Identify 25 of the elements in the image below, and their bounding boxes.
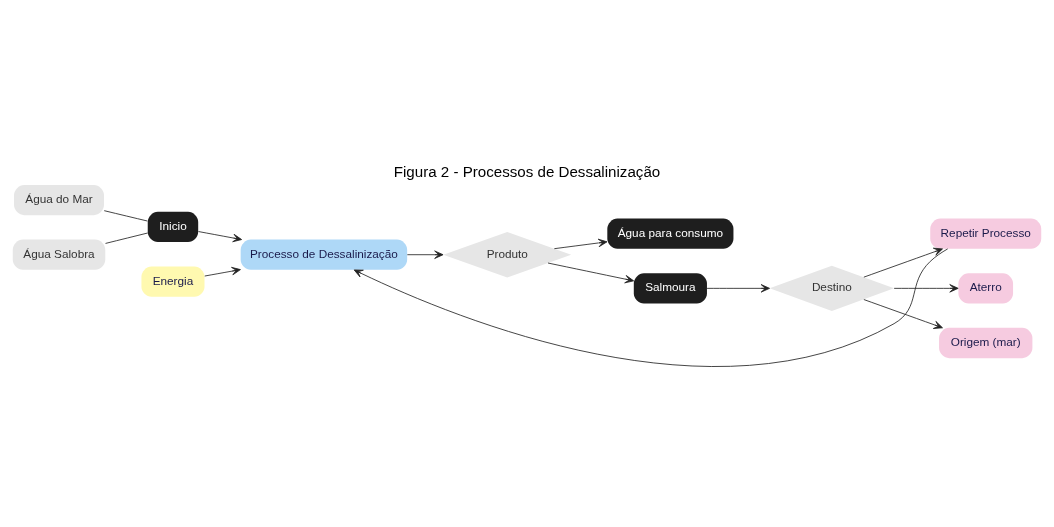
connector [103, 209, 148, 221]
node-box: Aterro [958, 272, 1014, 303]
node-box: Repetir Processo [930, 218, 1042, 249]
node-box: Água para consumo [607, 218, 734, 249]
node-box: Água do Mar [14, 184, 104, 215]
connector [105, 232, 149, 244]
arrow [706, 283, 770, 293]
diagram-title: Figura 2 - Processos de Dessalinização [393, 162, 661, 180]
arrow [553, 238, 608, 249]
arrow [406, 250, 444, 259]
arrow [863, 247, 943, 278]
node-box: Água Salobra [12, 239, 106, 270]
node-box: Inicio [147, 211, 199, 242]
node-diamond: Destino [769, 265, 895, 311]
arrow [863, 298, 943, 329]
node-box: Origem (mar) [939, 327, 1033, 358]
node-box: Salmoura [633, 272, 707, 303]
arrow [204, 266, 241, 276]
arrow [198, 230, 243, 242]
node-box: Processo de Dessalinização [240, 239, 408, 270]
arrow [893, 283, 959, 293]
arrow [353, 247, 949, 367]
node-diamond: Produto [443, 231, 572, 277]
arrow [547, 262, 635, 283]
node-box: Energia [141, 266, 205, 297]
